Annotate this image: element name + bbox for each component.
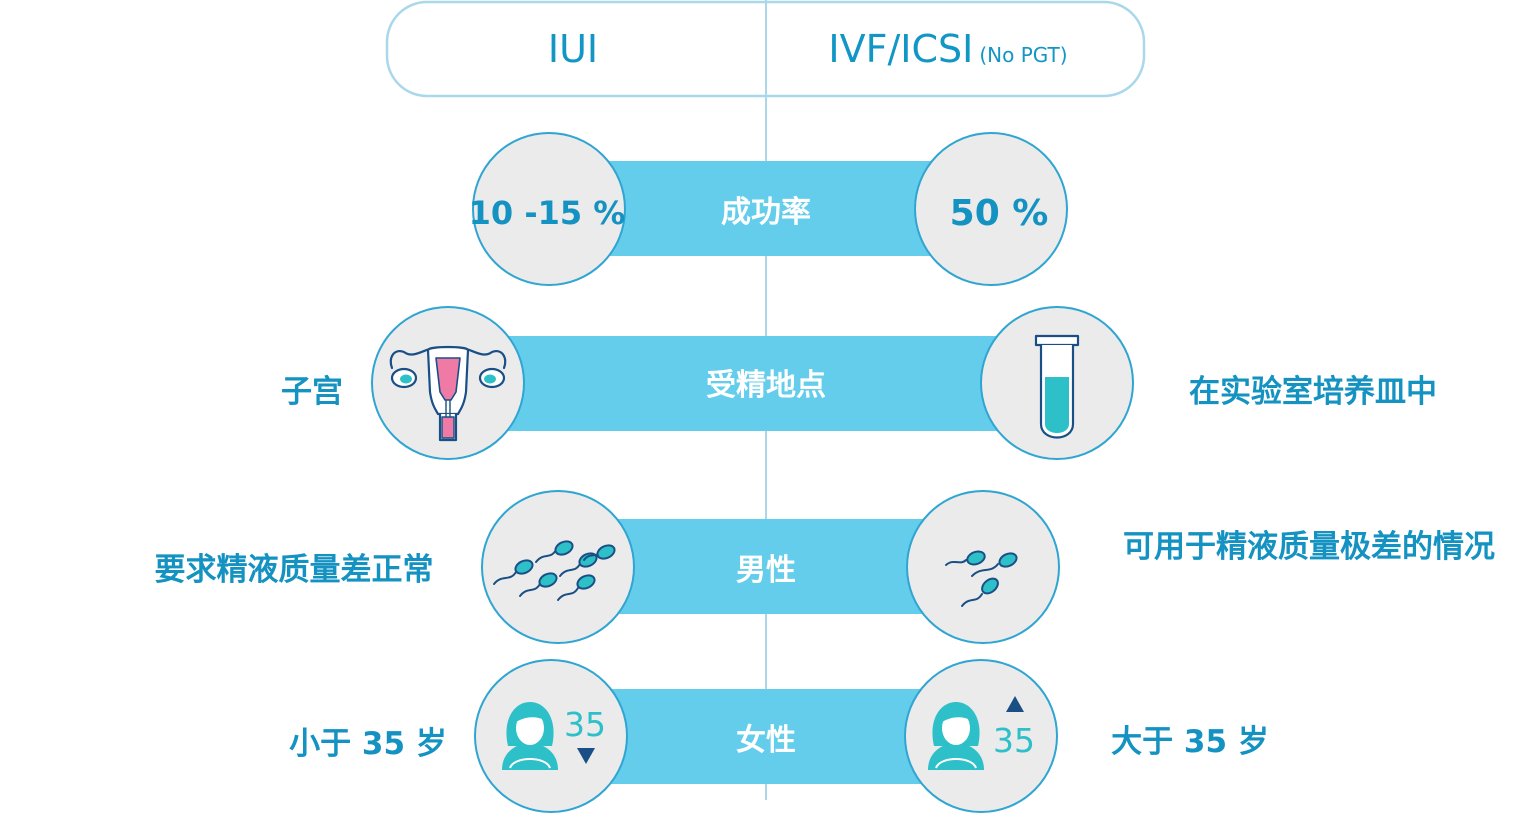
bar-fertilization-site bbox=[449, 336, 1083, 431]
header-right-title: IVF/ICSI(No PGT) bbox=[828, 27, 1067, 71]
left-female-text: 小于 35 岁 bbox=[289, 726, 447, 762]
row-female: 女性 小于 35 岁 大于 35 岁 35 35 bbox=[289, 659, 1269, 813]
circle-right-female bbox=[904, 659, 1058, 813]
uterus-icon bbox=[389, 345, 507, 442]
left-success-value: 10 -15 % bbox=[469, 194, 626, 232]
header-left-title: IUI bbox=[548, 27, 598, 71]
row-male: 男性 要求精液质量差正常 可用于精液质量极差的情况 bbox=[155, 490, 1495, 644]
sperm-many-icon bbox=[493, 540, 616, 601]
bar-label-male: 男性 bbox=[736, 553, 796, 588]
circle-right-success bbox=[914, 132, 1068, 286]
circle-left-success bbox=[472, 132, 626, 286]
right-female-text: 大于 35 岁 bbox=[1111, 724, 1269, 760]
right-success-value: 50 % bbox=[950, 193, 1049, 234]
circle-left-male bbox=[481, 490, 635, 644]
bar-label-success-rate: 成功率 bbox=[721, 195, 811, 230]
sperm-few-icon bbox=[945, 550, 1018, 607]
left-male-text: 要求精液质量差正常 bbox=[155, 552, 434, 588]
woman-avatar-icon bbox=[928, 702, 984, 770]
row-fertilization-site: 受精地点 子宫 在实验室培养皿中 bbox=[281, 306, 1437, 460]
header: IUI IVF/ICSI(No PGT) bbox=[385, 0, 1146, 98]
right-age-number: 35 bbox=[993, 721, 1035, 760]
bar-label-female: 女性 bbox=[736, 723, 796, 758]
bar-label-fertilization-site: 受精地点 bbox=[706, 368, 826, 403]
left-site-text: 子宫 bbox=[281, 374, 343, 410]
header-right-sub: (No PGT) bbox=[979, 43, 1067, 67]
arrow-up-icon bbox=[1006, 696, 1024, 712]
circle-right-male bbox=[906, 490, 1060, 644]
right-site-text: 在实验室培养皿中 bbox=[1189, 374, 1437, 410]
test-tube-icon bbox=[1034, 334, 1080, 439]
right-male-text: 可用于精液质量极差的情况 bbox=[1123, 529, 1495, 565]
row-success-rate: 成功率 10 -15 % 50 % bbox=[469, 132, 1068, 286]
woman-avatar-icon bbox=[502, 702, 558, 770]
header-right-main: IVF/ICSI bbox=[828, 27, 973, 71]
left-age-number: 35 bbox=[564, 705, 606, 744]
arrow-down-icon bbox=[577, 748, 595, 764]
